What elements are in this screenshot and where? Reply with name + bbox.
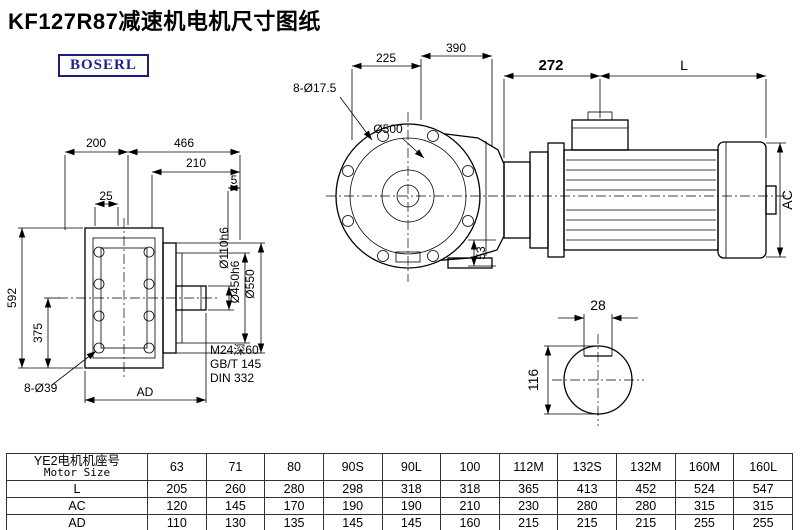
standard-gbt145: GB/T 145 — [210, 357, 261, 371]
table-cell: 524 — [674, 480, 735, 498]
table-cell: 255 — [733, 514, 793, 530]
table-cell: 170 — [264, 497, 324, 515]
motor-adapter — [503, 161, 531, 239]
standard-din332: DIN 332 — [210, 371, 254, 385]
size-header: 132S — [557, 453, 617, 481]
table-cell: 130 — [205, 514, 266, 530]
table-cell: 452 — [616, 480, 676, 498]
dim-210: 210 — [186, 156, 206, 170]
terminal-box — [571, 119, 629, 151]
table-cell: 160 — [440, 514, 500, 530]
motor-body — [563, 149, 719, 251]
dim-53: 53 — [474, 246, 488, 260]
table-cell: 215 — [557, 514, 617, 530]
dim-8-holes-39: 8-Ø39 — [24, 381, 58, 395]
table-cell: 190 — [381, 497, 442, 515]
side-view: 225 390 8-Ø17.5 Ø500 272 L AC 53 — [293, 41, 795, 282]
dim-592: 592 — [5, 288, 19, 308]
brand-logo: BOSERL — [58, 54, 149, 77]
size-header: 63 — [147, 453, 207, 481]
size-header: 90S — [322, 453, 383, 481]
dim-AD: AD — [137, 385, 154, 399]
table-cell: 210 — [440, 497, 500, 515]
dim-spigot-450: Ø450h6 — [228, 260, 242, 303]
table-header-row: YE2电机机座号 Motor Size 63 71 80 90S 90L 100… — [6, 453, 793, 481]
table-cell: 230 — [498, 497, 559, 515]
dim-500: Ø500 — [373, 122, 403, 136]
motor-size-table: YE2电机机座号 Motor Size 63 71 80 90S 90L 100… — [6, 453, 793, 530]
header-cn: YE2电机机座号 — [33, 454, 121, 468]
dim-8-holes-17-5: 8-Ø17.5 — [293, 81, 337, 95]
dim-225: 225 — [376, 51, 396, 65]
dim-466: 466 — [174, 136, 194, 150]
dim-375: 375 — [31, 323, 45, 343]
dim-28: 28 — [590, 297, 606, 313]
table-cell: 298 — [322, 480, 383, 498]
table-cell: 413 — [557, 480, 617, 498]
dim-flange-550: Ø550 — [243, 269, 257, 299]
table-cell: 547 — [733, 480, 793, 498]
dim-5: 5 — [231, 173, 238, 187]
table-cell: 280 — [616, 497, 676, 515]
table-cell: 215 — [616, 514, 676, 530]
table-cell: 318 — [440, 480, 500, 498]
size-header: 90L — [381, 453, 442, 481]
size-header: 112M — [498, 453, 559, 481]
technical-drawing: 200 466 210 5 25 592 375 8-Ø39 — [5, 41, 795, 426]
row-label-AD: AD — [6, 514, 148, 530]
row-label-AC: AC — [6, 497, 148, 515]
front-view: 200 466 210 5 25 592 375 8-Ø39 — [5, 136, 265, 404]
table-cell: 145 — [381, 514, 442, 530]
table-cell: 280 — [557, 497, 617, 515]
table-cell: 280 — [264, 480, 324, 498]
output-shaft — [175, 285, 207, 311]
dim-AC: AC — [779, 190, 795, 209]
table-cell: 135 — [264, 514, 324, 530]
header-en: Motor Size — [43, 466, 111, 479]
table-cell: 215 — [498, 514, 559, 530]
size-header: 160L — [733, 453, 793, 481]
dim-390: 390 — [446, 41, 466, 55]
dim-272: 272 — [538, 57, 563, 74]
table-cell: 120 — [147, 497, 207, 515]
table-cell: 315 — [674, 497, 735, 515]
table-cell: 318 — [381, 480, 442, 498]
table-cell: 190 — [322, 497, 383, 515]
table-cell: 260 — [205, 480, 266, 498]
shaft-section-view: 28 116 — [525, 297, 644, 426]
row-label-L: L — [6, 480, 148, 498]
thread-spec: M24深60 — [210, 343, 259, 357]
dim-shaft-bore-110: Ø110h6 — [217, 227, 231, 269]
table-cell: 255 — [674, 514, 735, 530]
table-cell: 145 — [205, 497, 266, 515]
dim-116: 116 — [525, 369, 541, 392]
page-title: KF127R87减速机电机尺寸图纸 — [8, 9, 321, 34]
fan-cover — [717, 141, 767, 259]
table-header-motor-size: YE2电机机座号 Motor Size — [6, 453, 148, 481]
dim-L: L — [680, 57, 688, 73]
table-cell: 365 — [498, 480, 559, 498]
motor-flange — [547, 142, 565, 258]
table-row-AC: AC 120 145 170 190 190 210 230 280 280 3… — [6, 497, 793, 515]
table-cell: 145 — [322, 514, 383, 530]
table-row-AD: AD 110 130 135 145 145 160 215 215 215 2… — [6, 514, 793, 530]
table-cell: 205 — [147, 480, 207, 498]
size-header: 132M — [616, 453, 676, 481]
size-header: 71 — [205, 453, 266, 481]
size-header: 160M — [674, 453, 735, 481]
dim-25: 25 — [99, 189, 113, 203]
dim-200: 200 — [86, 136, 106, 150]
table-row-L: L 205 260 280 298 318 318 365 413 452 52… — [6, 480, 793, 498]
size-header: 100 — [440, 453, 500, 481]
table-cell: 110 — [147, 514, 207, 530]
table-cell: 315 — [733, 497, 793, 515]
size-header: 80 — [264, 453, 324, 481]
